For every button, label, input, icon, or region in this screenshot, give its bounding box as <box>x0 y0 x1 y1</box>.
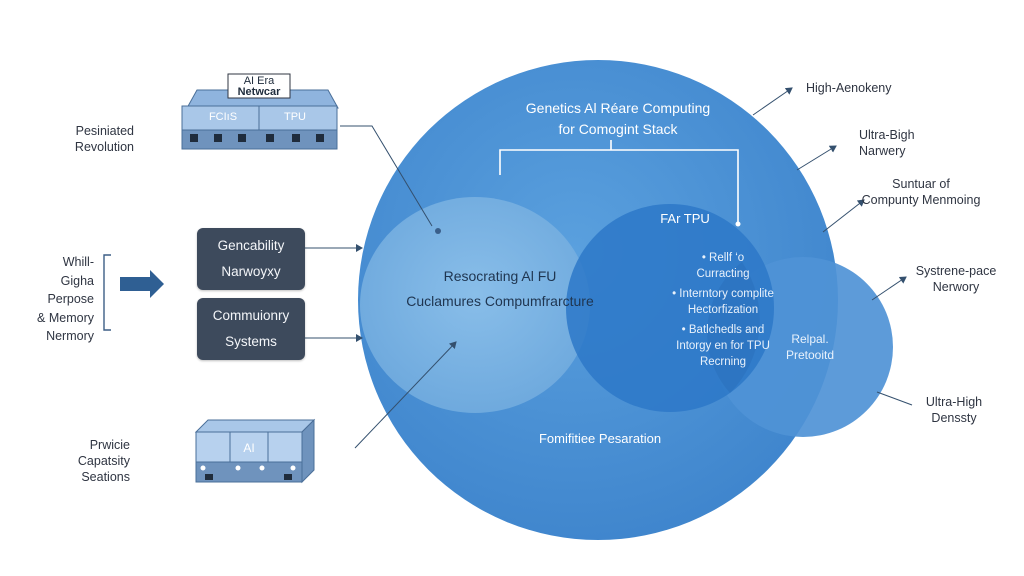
main-circle-title-1: Genetics Al Réare Computing <box>525 100 711 116</box>
right-label-4-line2: Nerwory <box>932 280 980 294</box>
right-label-1-line1: High-Aenokeny <box>806 81 892 95</box>
right-label-2-line2: Narwery <box>859 144 906 158</box>
inner-circle-title: FAr TPU <box>660 211 710 226</box>
top-device-caption: AI Era Netwcar <box>230 76 288 98</box>
big-oval-text: Resocrating Al FU Cuclamures Compumfrarc… <box>370 264 630 314</box>
left-label-top-1: Pesiniated <box>75 124 134 138</box>
connector-dot <box>435 228 441 234</box>
inner-bullet-1-line2: Curracting <box>696 268 750 280</box>
left-label-middle-3: Perpose <box>47 292 94 306</box>
box-gencability: Gencability Narwoyxy <box>197 228 305 290</box>
inner-bullet-3: • Batlchedls and Intorgy en for TPU Recr… <box>648 322 798 370</box>
inner-bullet-2: • Interntory complite Hectorfization <box>648 286 798 318</box>
left-label-top: Pesiniated Revolution <box>52 123 134 155</box>
big-oval <box>360 197 590 413</box>
box-commuionry-line1: Commuionry <box>212 308 290 323</box>
right-label-4: Systrene-pace Nerwory <box>904 263 1008 295</box>
right-label-5-line1: Ultra-High <box>925 395 983 409</box>
main-circle-title-2: for Comogint Stack <box>558 121 678 137</box>
inner-bullet-2-line1: • Interntory complite <box>672 288 774 300</box>
left-label-middle-2: Gigha <box>60 273 94 288</box>
title-bracket <box>499 149 739 222</box>
left-label-bottom-3: Seations <box>81 470 130 484</box>
box-gencability-line1: Gencability <box>217 238 285 253</box>
left-label-bottom: Prwicie Capatsity Seations <box>48 437 130 485</box>
main-circle-title: Genetics Al Réare Computing for Comogint… <box>498 98 738 140</box>
left-arrow <box>120 270 164 298</box>
right-label-1: High-Aenokeny <box>806 80 891 96</box>
right-label-4-line1: Systrene-pace <box>915 264 997 278</box>
bracket-dot <box>735 221 741 227</box>
right-label-5-line2: Denssty <box>931 411 977 425</box>
small-circle-text: Relpal. Pretooitd <box>770 331 850 363</box>
left-label-middle-5: Nermory <box>46 329 94 343</box>
left-bracket <box>103 254 111 331</box>
inner-bullet-1-line1: • Rellf ‘o <box>701 252 745 264</box>
big-oval-text-2: Cuclamures Compumfrarcture <box>406 293 594 309</box>
connectors <box>305 87 913 449</box>
left-label-bottom-2: Capatsity <box>77 454 130 468</box>
main-circle-bottom-text: Fomifitiee Pesaration <box>538 431 662 446</box>
top-device-cell-right: TPU <box>284 111 306 123</box>
small-circle-text-2: Pretooitd <box>785 348 835 362</box>
big-oval-text-1: Resocrating Al FU <box>443 268 557 284</box>
inner-bullet-3-line1: • Batlchedls and <box>681 324 765 336</box>
inner-bullet-3-line2: Intorgy en for TPU <box>676 340 770 352</box>
top-device-caption-line2: Netwcar <box>237 86 281 98</box>
box-commuionry-line2: Systems <box>225 334 277 349</box>
top-device-caption-line1: AI Era <box>243 75 275 87</box>
small-circle-text-1: Relpal. <box>791 332 829 346</box>
right-label-5: Ultra-High Denssty <box>914 394 994 426</box>
inner-bullet-1: • Rellf ‘o Curracting <box>648 250 798 282</box>
right-label-3-line2: Compunty Menmoing <box>861 193 981 207</box>
left-label-middle-1: Whill- <box>62 255 94 269</box>
bottom-device <box>194 418 316 484</box>
circle-overlap <box>707 262 760 393</box>
right-label-2-line1: Ultra-Bigh <box>859 128 915 142</box>
left-label-middle: Whill- Gigha Perpose & Memory Nermory <box>10 253 94 346</box>
box-gencability-line2: Narwoyxy <box>221 264 281 279</box>
left-label-middle-4: & Memory <box>37 310 94 325</box>
inner-bullet-3-line3: Recrning <box>699 356 747 368</box>
right-label-2: Ultra-Bigh Narwery <box>859 127 915 159</box>
bottom-device-label: AI <box>243 441 255 455</box>
top-device-cell-left: FCIıS <box>208 111 238 123</box>
top-device <box>181 73 339 150</box>
left-label-bottom-1: Prwicie <box>89 438 130 452</box>
inner-bullet-2-line2: Hectorfization <box>687 304 759 316</box>
inner-circle-bullets: • Rellf ‘o Curracting • Interntory compl… <box>648 250 798 370</box>
left-label-top-2: Revolution <box>74 140 134 154</box>
box-commuionry: Commuionry Systems <box>197 298 305 360</box>
right-label-3-line1: Suntuar of <box>892 177 950 191</box>
right-label-3: Suntuar of Compunty Menmoing <box>852 176 990 208</box>
